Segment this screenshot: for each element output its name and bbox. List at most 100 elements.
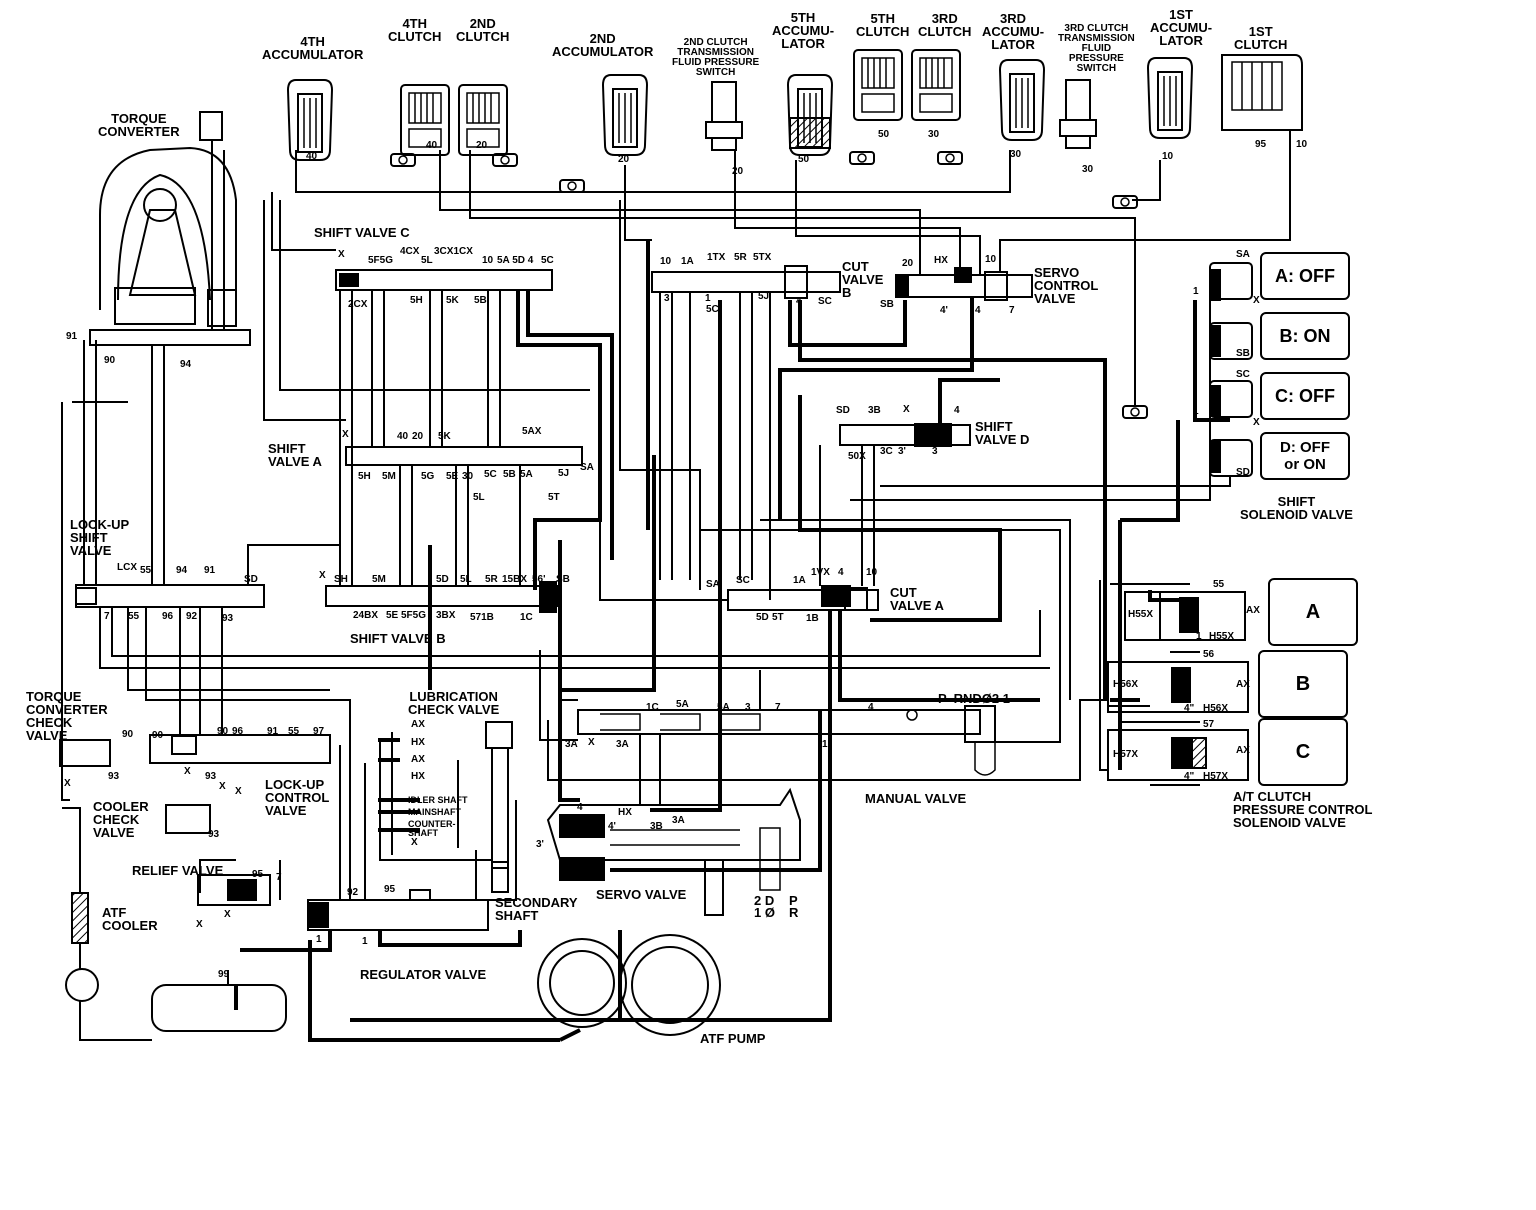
port-label: X xyxy=(1253,417,1260,428)
solenoid-c-status: C: OFF xyxy=(1260,372,1350,420)
port-label: 93 xyxy=(108,771,120,782)
port-label: AX xyxy=(1236,679,1250,690)
label-accumulator-2nd: 2ND ACCUMULATOR xyxy=(552,31,654,59)
port-label: 94 xyxy=(180,359,192,370)
port-label: 5C xyxy=(484,469,497,480)
label-accumulator-1st: 1ST ACCUMU- LATOR xyxy=(1150,7,1213,48)
port-label: 99 xyxy=(218,969,230,980)
port-label: 50 xyxy=(798,154,810,165)
port-label: 57 xyxy=(1203,719,1215,730)
port-label: HX xyxy=(934,255,948,266)
port-label: 30 xyxy=(462,471,474,482)
check-valve xyxy=(1112,195,1138,209)
manual-positions-row2b: 1 Ø xyxy=(754,905,775,920)
port-label: 30 xyxy=(1010,149,1022,160)
label-clutch-1st: 1ST CLUTCH xyxy=(1234,24,1288,52)
port-label: 5B xyxy=(474,295,487,306)
port-label: 5M xyxy=(372,574,386,585)
port-label: 1TX xyxy=(707,252,726,263)
port-label: 1 xyxy=(1193,406,1199,417)
manual-positions-row3b: R xyxy=(789,905,799,920)
port-label: 93 xyxy=(205,771,217,782)
port-label: 5J xyxy=(758,291,770,302)
port-label: 90 xyxy=(122,729,134,740)
port-label: SC xyxy=(1236,369,1250,380)
port-label: SD xyxy=(244,574,258,585)
port-label: 5A xyxy=(520,469,533,480)
valve-bodies xyxy=(59,262,1253,1036)
label-shift-valve-a: SHIFT VALVE A xyxy=(268,441,322,469)
port-label: X xyxy=(411,837,418,848)
port-label: SB xyxy=(1236,348,1250,359)
port-label: SD xyxy=(1236,467,1250,478)
port-label: 1VX xyxy=(811,567,830,578)
port-label: 3C xyxy=(880,446,893,457)
label-cooler-check-valve: COOLER CHECK VALVE xyxy=(93,799,149,840)
port-label: 3 xyxy=(664,293,670,304)
port-label: 50 xyxy=(878,129,890,140)
port-label: 3A xyxy=(616,739,629,750)
label-servo-valve: SERVO VALVE xyxy=(596,887,687,902)
accumulator-4th xyxy=(287,79,333,161)
port-label: H57X xyxy=(1203,771,1229,782)
label-accumulator-3rd: 3RD ACCUMU- LATOR xyxy=(982,11,1045,52)
port-label: 5L xyxy=(473,492,485,503)
label-shift-valve-d: SHIFT VALVE D xyxy=(975,419,1030,447)
label-accumulator-5th: 5TH ACCUMU- LATOR xyxy=(772,10,835,51)
port-label: 4' xyxy=(940,305,948,316)
port-label: 40 xyxy=(426,140,438,151)
port-label: 5B xyxy=(503,469,516,480)
port-label: 1C xyxy=(646,702,659,713)
port-label: 20 xyxy=(412,431,424,442)
port-label: 3CX1CX xyxy=(434,246,473,257)
port-label: 571B xyxy=(470,612,494,623)
port-label: 20 xyxy=(902,258,914,269)
port-label: 50X xyxy=(848,451,866,462)
port-label: 7 xyxy=(104,611,110,622)
port-label: AX xyxy=(411,754,425,765)
manual-valve-body xyxy=(577,709,981,735)
manual-positions-row1: P RNDØ2 1 xyxy=(938,691,1011,706)
port-label: 1B xyxy=(806,613,819,624)
port-label: 5C xyxy=(706,304,719,315)
port-label: SD xyxy=(836,405,850,416)
port-label: 95 xyxy=(384,884,396,895)
port-label: LCX xyxy=(117,562,137,573)
port-label: 4 xyxy=(975,305,981,316)
accumulator-1st xyxy=(1147,57,1193,139)
port-label: 5T xyxy=(548,492,560,503)
label-shift-valve-b: SHIFT VALVE B xyxy=(350,631,446,646)
port-label: 7 xyxy=(276,872,282,883)
port-label: 1 xyxy=(316,934,322,945)
port-label: 4" xyxy=(1184,771,1195,782)
port-label: 5D xyxy=(756,612,769,623)
port-label: 4 xyxy=(796,296,802,307)
label-servo-control-valve: SERVO CONTROL VALVE xyxy=(1034,265,1099,306)
port-label: 40 xyxy=(397,431,409,442)
shift-valve-d-body xyxy=(839,424,971,446)
port-label: 3BX xyxy=(436,610,456,621)
port-label: SA xyxy=(1236,249,1250,260)
port-label: 5E xyxy=(386,610,399,621)
solenoid-b-status: B: ON xyxy=(1260,312,1350,360)
shift-valve-c-spool xyxy=(339,273,359,287)
label-clutch-2nd: 2ND CLUTCH xyxy=(456,16,510,44)
port-label: X xyxy=(64,778,71,789)
port-label: 90 xyxy=(152,730,164,741)
pressure-switch-3rd xyxy=(1059,79,1097,149)
port-label: H55X xyxy=(1128,609,1154,620)
port-label: 20 xyxy=(618,154,630,165)
port-label: H56X xyxy=(1203,703,1229,714)
port-label: 1A xyxy=(681,256,694,267)
port-label: 5L xyxy=(460,574,472,585)
port-label: 15BX xyxy=(502,574,528,585)
port-label: 4 xyxy=(838,567,844,578)
port-label: SC xyxy=(818,296,832,307)
port-label: 96 xyxy=(232,726,244,737)
port-label: 30 xyxy=(1082,164,1094,175)
port-label: 4" xyxy=(1184,703,1195,714)
port-label: 3' xyxy=(898,446,906,457)
label-idler-shaft: IDLER SHAFT xyxy=(408,795,468,805)
label-atf-pump: ATF PUMP xyxy=(700,1031,766,1046)
clutch-1st xyxy=(1221,54,1303,131)
